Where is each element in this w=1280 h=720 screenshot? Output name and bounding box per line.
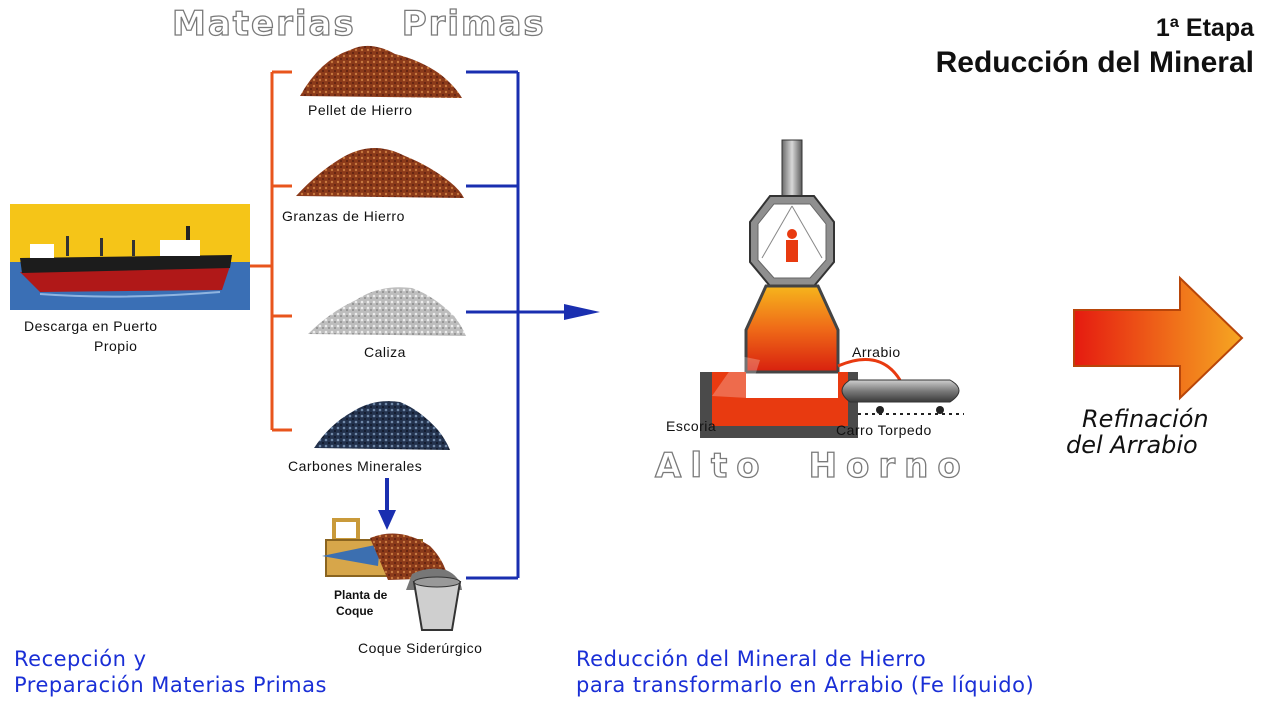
ship-label-line1: Descarga en Puerto xyxy=(24,318,158,334)
material-label-pellet: Pellet de Hierro xyxy=(308,102,413,118)
blast-furnace-image xyxy=(700,139,964,438)
arrabio-label: Arrabio xyxy=(852,344,901,360)
coke-product-label: Coque Siderúrgico xyxy=(358,640,483,656)
carro-torpedo-label: Carro Torpedo xyxy=(836,422,932,438)
caption-right-line2: para transformarlo en Arrabio (Fe líquid… xyxy=(576,673,1035,697)
ship-label-line2: Propio xyxy=(94,338,138,354)
cargo-ship-image xyxy=(10,204,250,310)
material-label-granzas: Granzas de Hierro xyxy=(282,208,405,224)
materias-word: Materias xyxy=(171,3,356,44)
blue-collector-lines xyxy=(466,70,568,580)
output-label-line1: Refinación xyxy=(1082,405,1209,433)
coke-plant-label-line2: Coque xyxy=(336,604,374,618)
stage-name: Reducción del Mineral xyxy=(935,46,1254,79)
material-label-caliza: Caliza xyxy=(364,344,406,360)
flow-arrow-to-furnace xyxy=(564,304,600,320)
pellet-heap-image xyxy=(300,45,462,98)
alto-word: Alto xyxy=(654,445,769,486)
output-arrow-icon xyxy=(1073,275,1244,401)
carbones-heap-image xyxy=(314,401,450,450)
material-label-carbones: Carbones Minerales xyxy=(288,458,423,474)
escoria-label: Escoria xyxy=(666,418,717,434)
coke-plant-label-line1: Planta de xyxy=(334,588,388,602)
orange-bracket xyxy=(250,70,292,432)
caption-left-line1: Recepción y xyxy=(14,647,147,671)
caliza-heap-image xyxy=(308,287,466,336)
horno-word: Horno xyxy=(808,445,970,486)
primas-word: Primas xyxy=(401,3,546,44)
output-label-line2: del Arrabio xyxy=(1066,431,1198,459)
caption-right-line1: Reducción del Mineral de Hierro xyxy=(576,647,927,671)
arrow-carbon-to-coke-head xyxy=(378,510,396,530)
caption-left-line2: Preparación Materias Primas xyxy=(14,673,327,697)
alto-horno-title: Alto Horno xyxy=(654,445,970,486)
granzas-heap-image xyxy=(296,148,464,198)
stage-number: 1ª Etapa xyxy=(1155,14,1254,42)
materias-primas-title: Materias Primas xyxy=(171,3,546,44)
coke-plant-image xyxy=(322,518,462,631)
